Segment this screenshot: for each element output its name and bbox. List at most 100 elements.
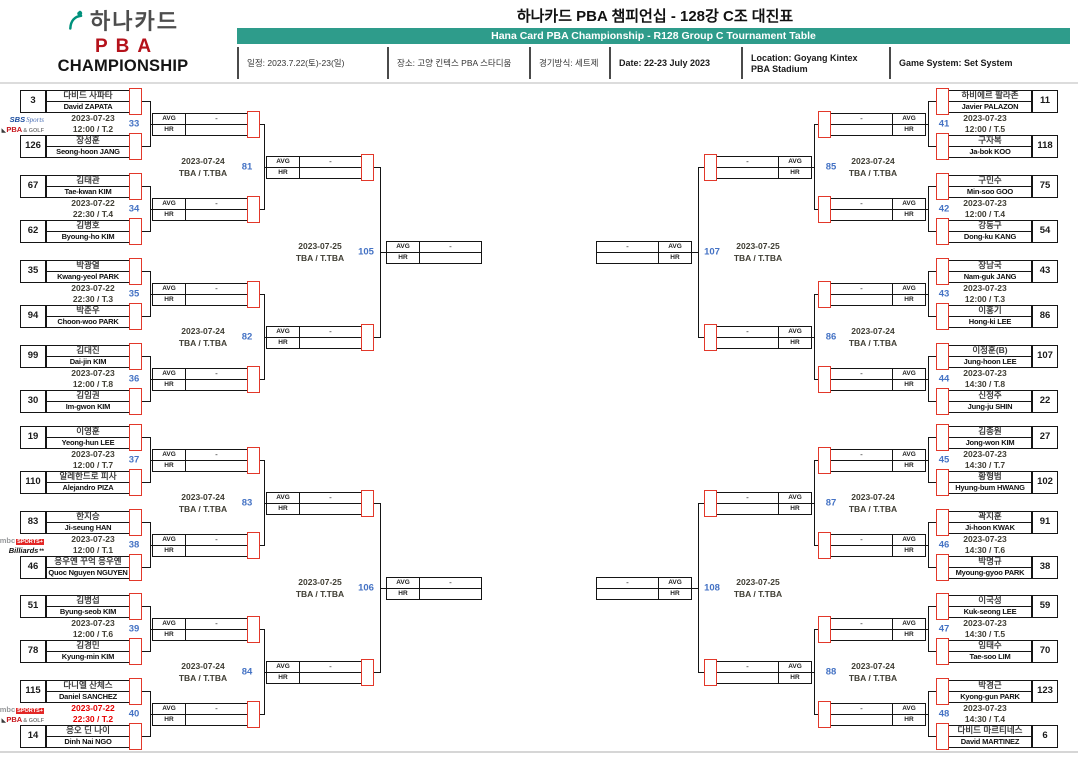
winner-connector	[247, 701, 260, 728]
player-name-en: Kyong-gun PARK	[960, 691, 1020, 701]
match-number: 86	[825, 331, 837, 343]
bracket-line	[150, 209, 152, 210]
bracket-line	[150, 379, 152, 380]
player-name-en: Kuk-seong LEE	[963, 606, 1017, 616]
bracket-line	[926, 209, 928, 210]
info-segment: 장소: 고양 킨텍스 PBA 스타디움	[387, 47, 529, 79]
bracket-line	[928, 356, 929, 402]
bracket-line	[928, 316, 936, 317]
logo-championship-text: CHAMPIONSHIP	[57, 57, 189, 75]
hr-value	[831, 210, 892, 221]
player-name-kr: 이영훈	[47, 427, 129, 438]
player-name-kr: 장남국	[949, 261, 1031, 272]
pba-golf-logo: PBA& GOLF	[2, 125, 44, 134]
bracket-line	[926, 124, 928, 125]
match-date: 2023-07-24	[181, 326, 225, 336]
hr-label: HR	[267, 167, 300, 178]
bracket-line	[142, 231, 150, 232]
player-seed: 14	[20, 725, 46, 748]
player-seed: 99	[20, 345, 46, 368]
winner-connector	[936, 723, 949, 750]
match-date: 2023-07-23	[963, 703, 1007, 713]
logo-hanacard-text: 하나카드	[90, 9, 179, 34]
winner-connector	[129, 218, 142, 245]
bracket-line	[926, 629, 928, 630]
match-number: 37	[128, 454, 140, 466]
round2-slot-box: AVG-HR	[152, 198, 248, 221]
avg-label: AVG	[892, 450, 925, 460]
bracket-line	[928, 231, 936, 232]
info-line: PBA Stadium	[751, 63, 808, 74]
hr-value	[831, 295, 892, 306]
round4-slot-box: AVG-HR	[386, 577, 482, 600]
bracket-line	[814, 460, 818, 461]
bracket-line	[264, 337, 266, 338]
hr-label: HR	[153, 209, 186, 220]
winner-connector	[129, 469, 142, 496]
match-date: 2023-07-22	[71, 283, 115, 293]
match-date: 2023-07-25	[298, 241, 342, 251]
avg-label: AVG	[387, 578, 420, 588]
match-number: 106	[358, 582, 374, 594]
hr-label: HR	[387, 252, 420, 263]
avg-value: -	[746, 157, 749, 166]
player-name-en: Dinh Nai NGO	[64, 736, 112, 746]
pba-golf-text: & GOLF	[23, 717, 44, 724]
bracket-line	[150, 545, 152, 546]
billiards-text: Billiards	[8, 545, 39, 555]
hr-value	[597, 589, 658, 600]
avg-value: -	[746, 493, 749, 502]
player-name-en: Ji-seung HAN	[64, 522, 112, 532]
winner-connector	[936, 554, 949, 581]
bracket-line	[814, 460, 815, 546]
avg-value: -	[860, 619, 863, 628]
bracket-line	[814, 294, 815, 380]
player-seed: 46	[20, 556, 46, 579]
match-date: 2023-07-24	[181, 661, 225, 671]
player-seed: 102	[1032, 471, 1058, 494]
info-line: 장소: 고양 킨텍스 PBA 스타디움	[397, 58, 512, 68]
match-number: 82	[241, 331, 253, 343]
player-name-kr: 박명규	[949, 557, 1031, 568]
player-seed: 115	[20, 680, 46, 703]
player-name-kr: 김병호	[47, 221, 129, 232]
match-number: 84	[241, 666, 253, 678]
bracket-line	[928, 437, 929, 483]
bracket-line	[260, 294, 264, 295]
winner-connector	[818, 701, 831, 728]
match-time: 22:30 / T.3	[72, 294, 114, 304]
match-time: TBA / T.TBA	[848, 504, 898, 514]
player-seed: 59	[1032, 595, 1058, 618]
winner-connector	[704, 154, 717, 181]
winner-connector	[936, 469, 949, 496]
hr-value	[717, 504, 778, 515]
hr-label: HR	[892, 209, 925, 220]
bracket-line	[926, 545, 928, 546]
hr-value	[420, 589, 481, 600]
match-date: 2023-07-22	[71, 198, 115, 208]
player-name-box: 이정훈(B)Jung-hoon LEE	[948, 345, 1032, 368]
bracket-line	[928, 606, 936, 607]
hr-label: HR	[778, 337, 811, 348]
hr-label: HR	[892, 124, 925, 135]
player-seed: 83	[20, 511, 46, 534]
winner-connector	[936, 678, 949, 705]
match-time: 22:30 / T.4	[72, 209, 114, 219]
avg-label: AVG	[778, 327, 811, 337]
winner-connector	[361, 324, 374, 351]
